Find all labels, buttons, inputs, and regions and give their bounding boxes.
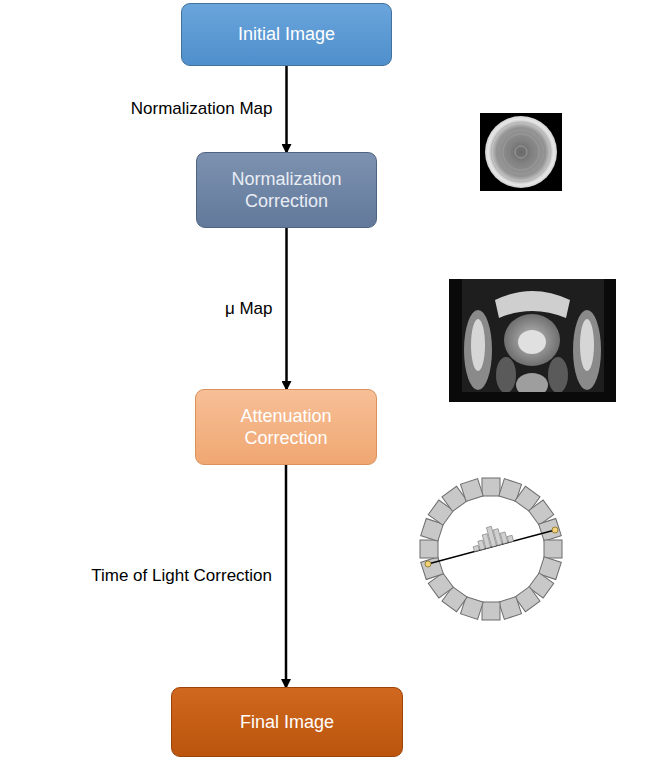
mri-mu-map-image	[449, 279, 616, 402]
detector-block	[461, 479, 484, 502]
node-label: Initial Image	[238, 23, 335, 46]
edge-label: Normalization Map	[129, 99, 275, 119]
detector-block	[539, 519, 562, 542]
detector-block	[544, 540, 562, 558]
detection-point	[425, 561, 431, 567]
edge-label: Time of Light Correction	[89, 566, 274, 586]
node-label: Normalization Correction	[207, 168, 366, 213]
process-box: Attenuation Correction	[195, 389, 377, 465]
detector-block	[482, 602, 500, 620]
tof-histogram-bar	[500, 532, 508, 544]
tof-histogram-bar	[507, 535, 513, 542]
tof-histogram-bar	[493, 529, 502, 546]
node-label: Final Image	[240, 711, 334, 734]
edge-label: μ Map	[223, 299, 275, 319]
detection-point	[552, 527, 558, 533]
flow-arrow	[285, 465, 288, 687]
pet-detector-ring	[420, 478, 562, 620]
detector-block	[482, 478, 500, 496]
tof-histogram-bar	[473, 545, 479, 551]
flow-arrow	[285, 228, 288, 389]
process-box: Normalization Correction	[196, 152, 377, 228]
normalization-map-image	[480, 113, 562, 191]
detector-block	[420, 540, 438, 558]
flow-arrow	[285, 66, 288, 152]
end-box: Final Image	[171, 687, 403, 757]
detector-block	[499, 597, 522, 620]
node-label: Attenuation Correction	[206, 405, 366, 450]
start-box: Initial Image	[181, 3, 392, 66]
